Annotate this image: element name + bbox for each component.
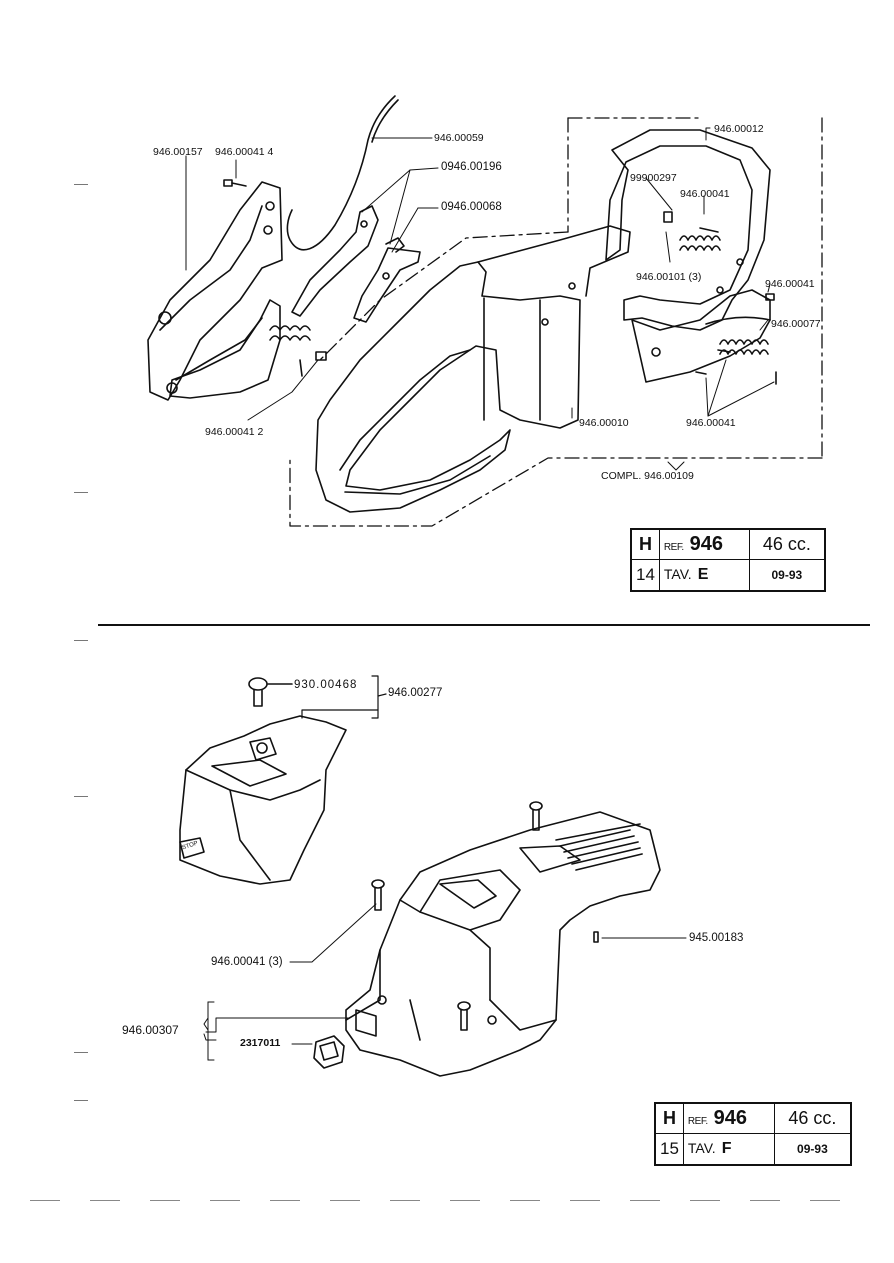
spring-part bbox=[269, 325, 327, 377]
part-label: 0946.00068 bbox=[441, 201, 502, 213]
title-block-cc: 46 cc. bbox=[773, 1103, 852, 1134]
air-filter-cover-part bbox=[179, 715, 347, 885]
title-block-h: H bbox=[655, 1103, 684, 1134]
spring-part-2 bbox=[663, 211, 777, 385]
title-block-h: H bbox=[631, 529, 660, 560]
section-divider bbox=[98, 624, 870, 626]
part-label: 945.00183 bbox=[689, 932, 744, 944]
title-block-date: 09-93 bbox=[773, 1133, 852, 1165]
housing-screw-part bbox=[371, 801, 599, 1031]
margin-mark bbox=[74, 492, 88, 493]
part-label: 99900297 bbox=[630, 172, 677, 184]
throttle-trigger-part bbox=[291, 205, 379, 317]
title-block-cc: 46 cc. bbox=[748, 529, 826, 560]
part-label: 946.00077 bbox=[771, 318, 821, 330]
title-block-date: 09-93 bbox=[748, 559, 826, 591]
margin-mark bbox=[74, 1052, 88, 1053]
throttle-cable-part bbox=[286, 95, 399, 251]
margin-mark bbox=[74, 184, 88, 185]
leader-lines-f bbox=[203, 903, 687, 1061]
margin-mark bbox=[74, 796, 88, 797]
part-label: 930.00468 bbox=[294, 679, 358, 691]
part-label: 946.00157 bbox=[153, 146, 203, 158]
title-block-e: H REF.946 46 cc. 14 TAV.E 09-93 bbox=[630, 528, 826, 592]
part-label: 946.00277 bbox=[388, 687, 443, 699]
bottom-edge-mark bbox=[30, 1200, 850, 1201]
part-label: 946.00041 bbox=[686, 417, 736, 429]
part-label: 946.00041 (3) bbox=[211, 956, 283, 968]
title-block-ref: REF.946 bbox=[658, 529, 750, 560]
front-handle-part bbox=[605, 129, 771, 383]
part-label: 946.00041 4 bbox=[215, 146, 274, 158]
part-label: 0946.00196 bbox=[441, 161, 502, 173]
top-housing-part bbox=[345, 811, 661, 1077]
leader-lines-e bbox=[185, 127, 775, 471]
margin-mark bbox=[74, 1100, 88, 1101]
part-label: 946.00012 bbox=[714, 123, 764, 135]
compl-bracket bbox=[289, 117, 823, 527]
title-block-ref: REF.946 bbox=[682, 1103, 775, 1134]
stop-switch-part bbox=[313, 1035, 345, 1069]
title-block-number: 14 bbox=[631, 559, 660, 591]
rear-handle-part bbox=[315, 225, 631, 513]
throttle-lock-part bbox=[353, 237, 421, 323]
title-block-tav: TAV.E bbox=[658, 559, 750, 591]
title-block-f: H REF.946 46 cc. 15 TAV.F 09-93 bbox=[654, 1102, 852, 1166]
part-label: 946.00010 bbox=[579, 417, 629, 429]
part-label: 946.00041 bbox=[680, 188, 730, 200]
part-label: 946.00059 bbox=[434, 132, 484, 144]
part-label: COMPL. 946.00109 bbox=[601, 470, 694, 482]
part-label: 946.00041 2 bbox=[205, 426, 264, 438]
title-block-tav: TAV.F bbox=[682, 1133, 775, 1165]
part-label: 946.00101 (3) bbox=[636, 271, 702, 283]
title-block-number: 15 bbox=[655, 1133, 684, 1165]
part-label: 946.00307 bbox=[122, 1023, 179, 1037]
bracket-00277 bbox=[301, 675, 387, 719]
part-label: 946.00041 bbox=[765, 278, 815, 290]
cover-screw-part bbox=[248, 677, 293, 707]
part-label: 2317011 bbox=[240, 1037, 281, 1049]
side-cover-part bbox=[147, 181, 283, 401]
margin-mark bbox=[74, 640, 88, 641]
screw-part bbox=[223, 179, 247, 187]
